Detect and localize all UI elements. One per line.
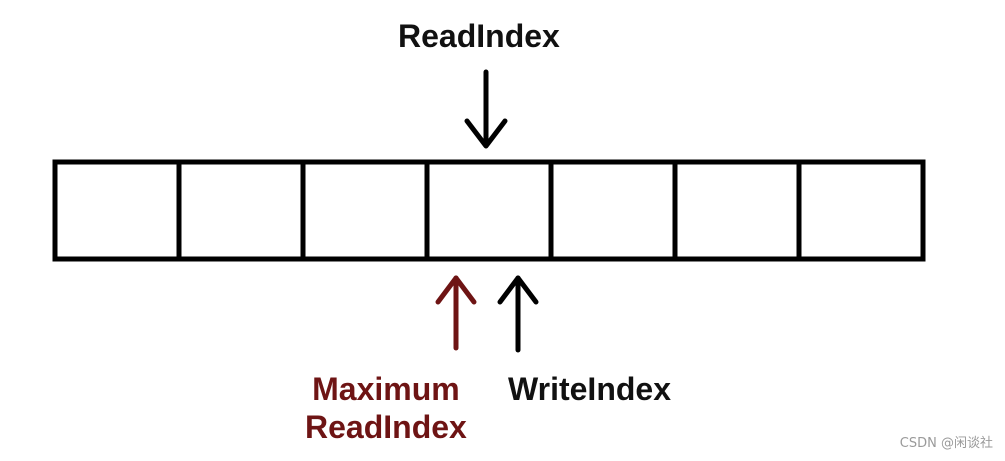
maximum-read-index-arrow <box>435 275 477 351</box>
buffer-outline <box>52 159 926 262</box>
write-index-arrow <box>497 275 539 353</box>
maximum-read-index-label-line1: Maximum <box>312 371 460 407</box>
maximum-read-index-label: Maximum ReadIndex <box>305 370 467 446</box>
maximum-read-index-label-line2: ReadIndex <box>305 409 467 445</box>
read-index-arrow <box>464 69 508 149</box>
buffer-array <box>52 159 926 262</box>
write-index-label: WriteIndex <box>508 371 671 407</box>
read-index-label: ReadIndex <box>398 18 560 54</box>
watermark: CSDN @闲谈社 <box>899 436 993 451</box>
